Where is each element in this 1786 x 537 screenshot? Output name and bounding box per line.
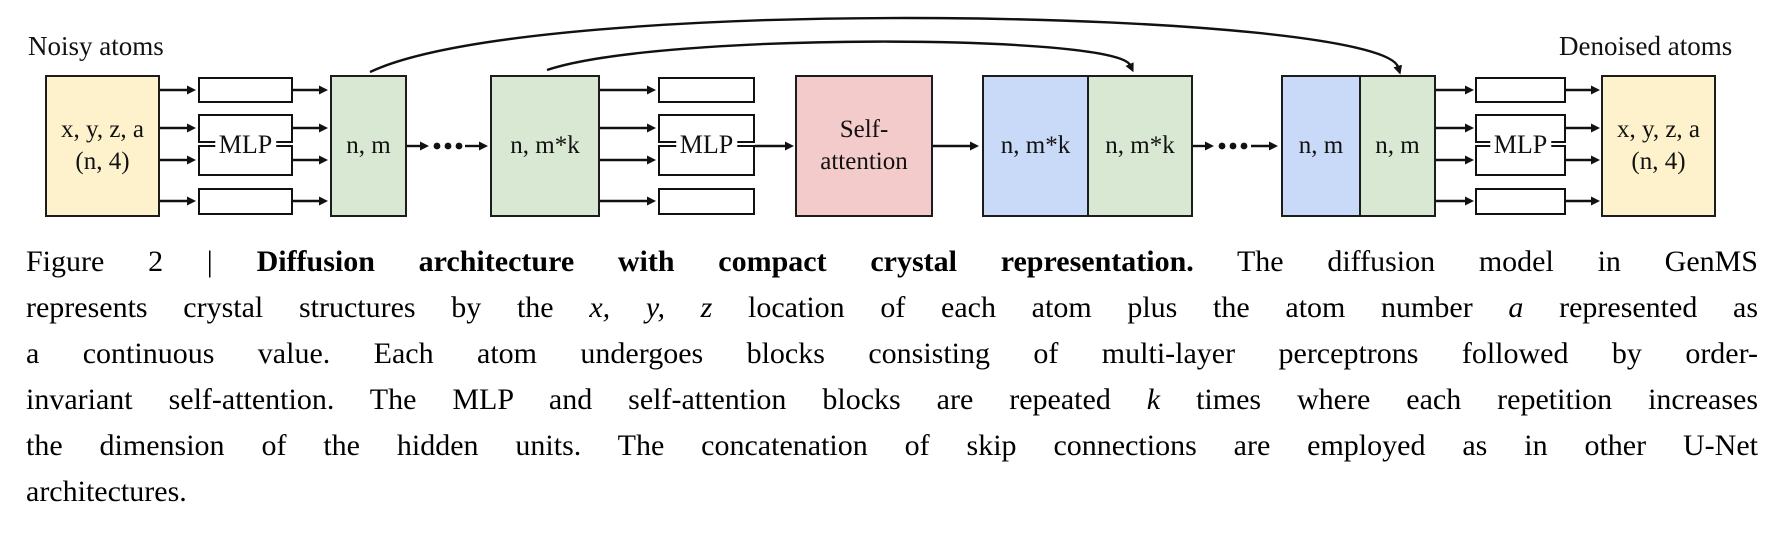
caption-text: location of each atom plus the atom numb… — [712, 291, 1509, 324]
hidden-box-label: n, m*k — [1105, 132, 1175, 159]
skip-connection-outer — [369, 16, 1402, 75]
hidden-box-label: n, m — [346, 132, 391, 159]
hidden-box-label: n, m*k — [1000, 132, 1071, 159]
caption-text: architectures. — [26, 475, 187, 508]
hidden-box-nm-1: n, m — [330, 75, 407, 217]
caption-text: the dimension of the hidden units. The c… — [26, 429, 1758, 462]
architecture-diagram: Noisy atoms Denoised atoms x, y, z, a (n… — [0, 0, 1786, 232]
caption-text: Figure 2 | — [26, 245, 257, 278]
caption-bold-title: Diffusion architecture with compact crys… — [256, 245, 1194, 278]
concat-blue-nmk: n, m*k — [984, 77, 1089, 215]
concat-green-nmk: n, m*k — [1089, 77, 1191, 215]
input-atoms-box: x, y, z, a (n, 4) — [45, 75, 160, 217]
hidden-box-label: n, m — [1375, 132, 1420, 159]
mlp3-unit-rect — [1475, 188, 1566, 215]
caption-line-1: Figure 2 | Diffusion architecture with c… — [26, 239, 1758, 285]
output-box-line1: x, y, z, a — [1616, 116, 1701, 143]
caption-text: The diffusion model in GenMS — [1193, 245, 1758, 278]
caption-line-4: invariant self-attention. The MLP and se… — [26, 377, 1758, 423]
input-box-line1: x, y, z, a — [60, 116, 145, 143]
mlp2-label: MLP — [675, 130, 738, 160]
self-attention-box: Self- attention — [795, 75, 933, 217]
mlp3-label: MLP — [1489, 130, 1552, 160]
caption-math-k: k — [1146, 383, 1161, 416]
caption-line-2: represents crystal structures by the x, … — [26, 285, 1758, 331]
caption-text: represented as — [1523, 291, 1759, 324]
concat-pair-nmk: n, m*k n, m*k — [982, 75, 1193, 217]
caption-text: times where each repetition increases — [1160, 383, 1758, 416]
hidden-box-nmk-1: n, m*k — [490, 75, 600, 217]
output-atoms-box: x, y, z, a (n, 4) — [1601, 75, 1716, 217]
caption-text: represents crystal structures by the — [26, 291, 590, 324]
concat-green-nm: n, m — [1361, 77, 1434, 215]
caption-math-a: a — [1508, 291, 1524, 324]
concat-pair-nm: n, m n, m — [1281, 75, 1436, 217]
input-box-line2: (n, 4) — [75, 148, 130, 175]
mlp1-label: MLP — [214, 130, 277, 160]
mlp3-unit-rect — [1475, 77, 1566, 103]
mlp-block-2: MLP — [658, 75, 755, 217]
noisy-atoms-label: Noisy atoms — [28, 31, 164, 61]
mlp1-unit-rect — [198, 188, 293, 215]
caption-text: a continuous value. Each atom undergoes … — [26, 337, 1758, 370]
self-attention-line1: Self- — [839, 116, 889, 143]
figure-caption: Figure 2 | Diffusion architecture with c… — [26, 239, 1758, 515]
concat-blue-nm: n, m — [1283, 77, 1361, 215]
mlp1-unit-rect — [198, 77, 293, 103]
mlp-block-1: MLP — [198, 75, 293, 217]
caption-line-6: architectures. — [26, 469, 1758, 515]
caption-line-5: the dimension of the hidden units. The c… — [26, 423, 1758, 469]
caption-text: invariant self-attention. The MLP and se… — [26, 383, 1147, 416]
mlp2-unit-rect — [658, 77, 755, 103]
mlp2-unit-rect — [658, 188, 755, 215]
caption-line-3: a continuous value. Each atom undergoes … — [26, 331, 1758, 377]
skip-connection-inner — [546, 40, 1134, 73]
hidden-box-label: n, m — [1298, 132, 1344, 159]
denoised-atoms-label: Denoised atoms — [1559, 31, 1733, 61]
output-box-line2: (n, 4) — [1631, 148, 1686, 175]
self-attention-line2: attention — [820, 148, 908, 175]
mlp-block-3: MLP — [1475, 75, 1566, 217]
caption-math-xyz: x, y, z — [589, 291, 713, 324]
hidden-box-label: n, m*k — [510, 132, 580, 159]
